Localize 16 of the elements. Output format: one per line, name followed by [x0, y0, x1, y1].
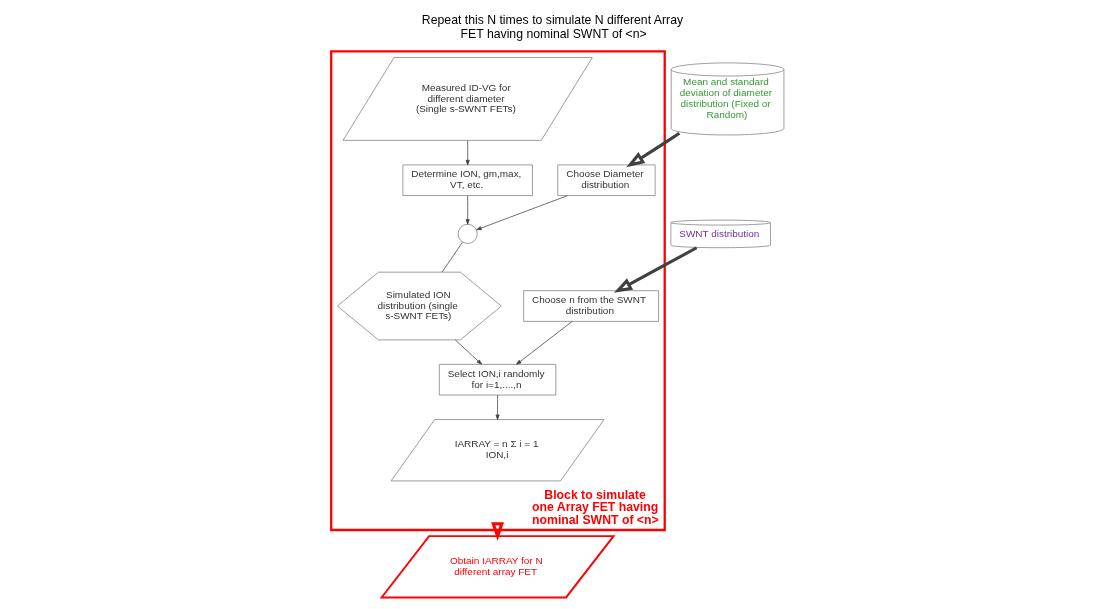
arrow — [476, 195, 568, 231]
arrow — [613, 246, 698, 293]
node-box: Choose Diameter distribution — [557, 164, 656, 196]
arrow — [495, 394, 500, 420]
node-box: Determine ION, gm,max, VT, etc. — [402, 164, 533, 196]
arrow — [454, 339, 482, 365]
connector — [441, 241, 463, 273]
diagram-title: Repeat this N times to simulate N different Array FET having nominal SWNT of <n> — [421, 13, 684, 42]
arrow — [516, 321, 573, 365]
node-box: Choose n from the SWNT distribution — [523, 290, 659, 322]
arrow — [465, 195, 470, 225]
arrow — [626, 131, 681, 168]
node-box: Select ION,i randomly for i=1,....,n — [438, 364, 557, 396]
node-circle — [457, 223, 478, 244]
arrow — [491, 522, 505, 541]
arrow — [465, 140, 470, 166]
